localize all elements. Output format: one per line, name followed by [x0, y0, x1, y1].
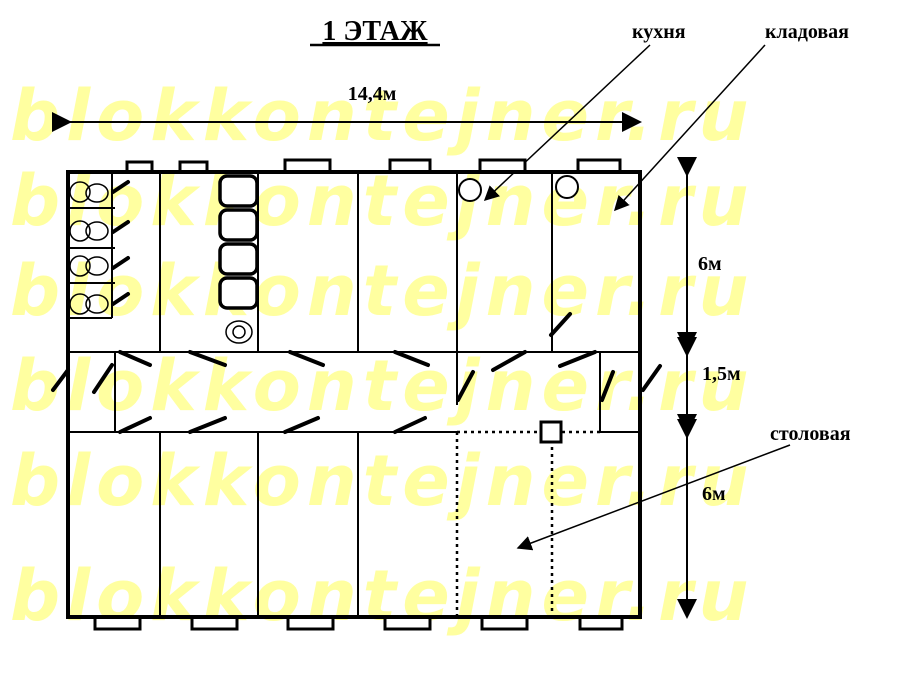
- watermark: blokkontejner.ru: [10, 250, 754, 332]
- watermark: blokkontejner.ru: [10, 440, 754, 522]
- drain-icon: [225, 320, 253, 344]
- kitchen-label: кухня: [632, 21, 686, 43]
- boilers: [458, 175, 579, 202]
- dining-partition: [455, 430, 600, 617]
- interior-walls: [68, 172, 640, 617]
- width-label: 14,4м: [348, 83, 397, 105]
- outer-wall: [66, 170, 642, 619]
- column: [539, 420, 563, 444]
- bottom-depth-label: 6м: [702, 483, 726, 505]
- corridor-label: 1,5м: [702, 363, 741, 385]
- top-depth-label: 6м: [698, 253, 722, 275]
- sinks: [218, 174, 259, 310]
- toilets: [69, 181, 109, 315]
- dining-label: столовая: [770, 423, 851, 445]
- storage-label: кладовая: [765, 21, 849, 43]
- page-title: 1 ЭТАЖ: [322, 16, 427, 47]
- doors: [51, 180, 662, 434]
- watermarks: blokkontejner.ru blokkontejner.ru blokko…: [10, 75, 754, 637]
- watermark: blokkontejner.ru: [10, 345, 754, 427]
